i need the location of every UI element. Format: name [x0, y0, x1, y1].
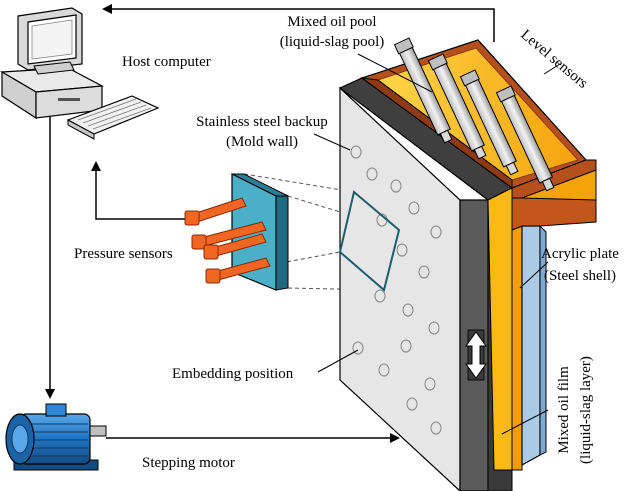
backup-label-line2: (Mold wall)	[226, 134, 298, 150]
acrylic-plate	[521, 225, 541, 467]
level-sensor-rods	[393, 37, 555, 192]
pressure-sensor-assembly	[184, 173, 400, 291]
embedding-position-label: Embedding position	[172, 366, 294, 382]
pressure-sensor-to-computer-arrow	[91, 161, 187, 220]
stepping-motor-icon	[5, 403, 107, 471]
computer-icon	[0, 7, 160, 140]
mixed-oil-pool-label-line2: (liquid-slag pool)	[280, 34, 385, 50]
backup-label-line1: Stainless steel backup	[196, 114, 328, 130]
pressure-sensors-label: Pressure sensors	[74, 246, 173, 262]
connection-lines	[45, 4, 495, 443]
embedding-square	[338, 190, 401, 292]
acrylic-plate-label-line2: (Steel shell)	[544, 268, 616, 284]
oil-film-label-line2: (liquid-slag layer)	[578, 356, 594, 464]
host-computer-label: Host computer	[122, 54, 211, 70]
mold-wall	[338, 77, 514, 491]
level-sensor-to-computer-arrow	[102, 4, 495, 42]
acrylic-plate-label-line1: Acrylic plate	[541, 246, 619, 262]
stepping-motor-label: Stepping motor	[142, 455, 235, 471]
oil-film-label-line1: Mixed oil film	[556, 366, 572, 454]
double-arrow-icon	[465, 329, 487, 381]
embedding-holes	[350, 145, 442, 435]
mixed-oil-pool-label-line1: Mixed oil pool	[287, 14, 376, 30]
pressure-sensor-bolts	[184, 197, 271, 284]
leader-lines	[313, 53, 561, 435]
level-sensors-label: Level sensors	[517, 27, 590, 92]
